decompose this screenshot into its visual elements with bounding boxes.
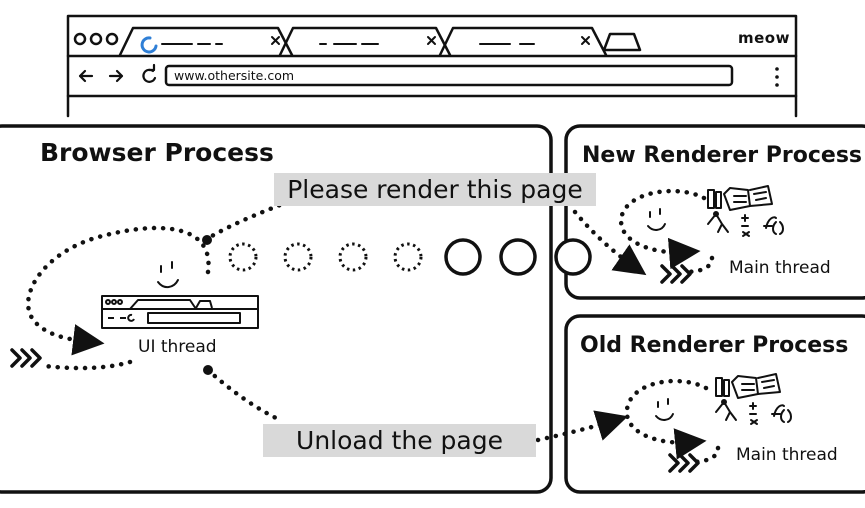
- browser-window-frame: [66, 14, 798, 118]
- address-bar: [164, 64, 734, 87]
- pending-message-dot: [393, 242, 423, 272]
- mini-browser-icon: [101, 295, 259, 329]
- progress-dots: [228, 238, 592, 276]
- ui-thread-loop-icon: [25, 225, 211, 371]
- pending-message-dot: [283, 242, 313, 272]
- unload-request-arrow-head: [535, 410, 629, 443]
- pending-message-dot: [338, 242, 368, 272]
- new-renderer-tools-icon: [707, 185, 784, 237]
- old-renderer-tools-icon: [715, 373, 792, 425]
- new-renderer-chevrons-icon: [660, 264, 692, 284]
- sent-message-dot: [499, 238, 537, 276]
- tab-close-icon: [271, 36, 590, 45]
- pending-message-dot: [228, 242, 258, 272]
- new-renderer-smiley-icon: [647, 208, 666, 231]
- thread-chevrons-icon: [10, 348, 42, 368]
- loading-spinner-icon: [140, 36, 158, 54]
- tab-2: [278, 26, 452, 57]
- sent-message-dot: [444, 238, 482, 276]
- new-renderer-process-box: [564, 124, 865, 300]
- back-arrow-icon: [78, 69, 94, 83]
- old-renderer-chevrons-icon: [668, 453, 700, 473]
- tab-3: [438, 26, 608, 57]
- browser-brand-label: meow: [738, 29, 790, 47]
- new-renderer-process-title: New Renderer Process: [582, 143, 863, 168]
- smiley-face-icon: [157, 261, 179, 288]
- new-tab-icon: [602, 32, 642, 52]
- render-request-message: Please render this page: [274, 173, 596, 206]
- browser-process-title: Browser Process: [40, 138, 274, 167]
- render-arrow-origin-dot: [202, 235, 212, 245]
- old-renderer-thread-loop-icon: [624, 378, 721, 465]
- kebab-menu-icon: [775, 67, 779, 87]
- forward-arrow-icon: [108, 69, 124, 83]
- sent-message-dot: [554, 238, 592, 276]
- unload-arrow-origin-dot: [203, 365, 213, 375]
- reload-icon: [142, 63, 157, 83]
- tab-1: [118, 26, 294, 57]
- new-renderer-main-thread-label: Main thread: [729, 258, 831, 278]
- browser-process-box: [0, 124, 553, 494]
- unload-request-message: Unload the page: [263, 424, 536, 457]
- old-renderer-smiley-icon: [655, 398, 674, 421]
- unload-request-arrow-tail: [205, 367, 283, 423]
- window-controls-icon: [73, 32, 119, 46]
- ui-thread-label: UI thread: [138, 337, 217, 357]
- address-bar-url[interactable]: www.othersite.com: [174, 68, 295, 83]
- new-renderer-thread-loop-icon: [618, 188, 715, 275]
- old-renderer-process-box: [564, 314, 865, 494]
- old-renderer-main-thread-label: Main thread: [736, 445, 838, 465]
- browser-window-sketch: [66, 14, 798, 118]
- old-renderer-process-title: Old Renderer Process: [580, 333, 849, 358]
- render-request-arrow-tail: [202, 202, 283, 243]
- render-request-arrow-head: [572, 209, 647, 276]
